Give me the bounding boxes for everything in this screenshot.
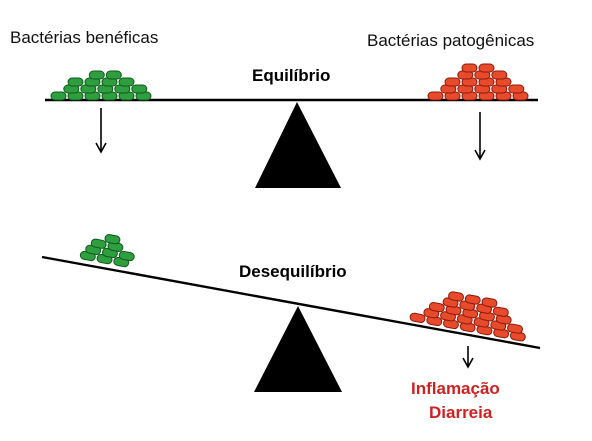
bacterium-icon bbox=[118, 77, 135, 87]
down-arrow-icon bbox=[462, 346, 474, 369]
outcome-inflammation: Inflamação bbox=[411, 379, 500, 398]
bacterium-icon bbox=[478, 63, 495, 73]
bacterium-icon bbox=[492, 306, 509, 317]
bacterium-icon bbox=[464, 294, 481, 305]
bacterium-icon bbox=[50, 91, 67, 101]
bacterium-icon bbox=[67, 77, 84, 87]
tilted-fulcrum bbox=[254, 306, 342, 392]
bacterium-icon bbox=[428, 302, 445, 313]
beneficial-bacteria-label: Bactérias benéficas bbox=[10, 28, 158, 47]
balanced-fulcrum bbox=[255, 102, 341, 188]
bacterium-icon bbox=[508, 84, 525, 94]
bacterium-icon bbox=[448, 291, 464, 302]
beneficial-bacteria-pile bbox=[50, 70, 152, 101]
bacterium-icon bbox=[427, 91, 444, 101]
pathogenic-bacteria-pile bbox=[427, 63, 529, 101]
beneficial-bacteria-pile bbox=[79, 234, 135, 268]
down-arrow-icon bbox=[474, 112, 486, 161]
bacterium-icon bbox=[105, 70, 122, 80]
bacterium-icon bbox=[409, 312, 426, 323]
imbalance-label: Desequilíbrio bbox=[239, 262, 347, 281]
bacterium-icon bbox=[461, 63, 478, 73]
bacterium-icon bbox=[118, 250, 135, 262]
down-arrow-icon bbox=[95, 108, 107, 154]
pathogenic-bacteria-pile bbox=[409, 291, 526, 342]
bacterium-icon bbox=[90, 238, 107, 249]
balance-label: Equilíbrio bbox=[252, 66, 330, 85]
outcome-diarrhea: Diarreia bbox=[429, 403, 493, 422]
bacterium-icon bbox=[491, 70, 508, 80]
bacterium-icon bbox=[481, 297, 498, 308]
tilted-beam bbox=[41, 255, 541, 350]
bacterium-icon bbox=[131, 84, 148, 94]
bacterium-icon bbox=[507, 323, 523, 334]
bacterium-icon bbox=[88, 70, 105, 80]
bacterium-icon bbox=[104, 234, 121, 245]
pathogenic-bacteria-label: Bactérias patogênicas bbox=[367, 31, 534, 50]
bacterium-icon bbox=[444, 77, 461, 87]
